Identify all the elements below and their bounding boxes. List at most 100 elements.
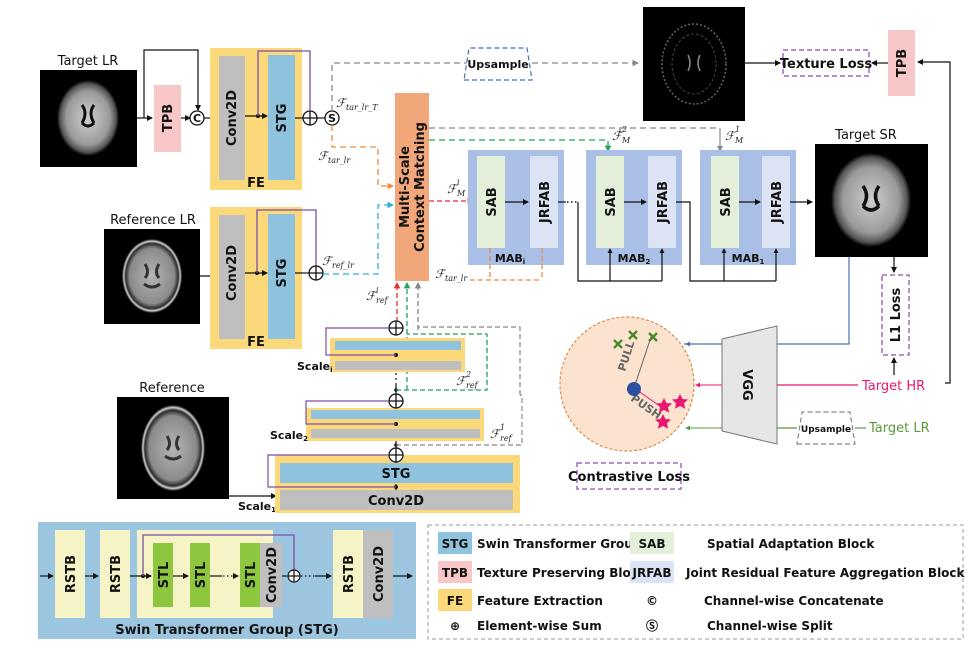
- svg-text:Ⓢ: Ⓢ: [646, 618, 658, 633]
- svg-text:Scale1: Scale1: [238, 500, 276, 514]
- svg-text:tar_lr: tar_lr: [328, 156, 351, 165]
- f-ref-1-label: ℱ 1 ref: [490, 423, 514, 443]
- svg-text:Swin Transformer Group: Swin Transformer Group: [477, 537, 642, 551]
- svg-text:ref: ref: [500, 434, 514, 443]
- svg-text:L1 Loss: L1 Loss: [889, 287, 904, 342]
- fe-block-target: Conv2D STG FE: [210, 48, 302, 191]
- svg-text:2: 2: [465, 370, 471, 379]
- svg-text:SAB: SAB: [485, 187, 500, 216]
- fe-block-reference: Conv2D STG FE: [210, 207, 302, 350]
- svg-text:i: i: [457, 178, 460, 187]
- svg-text:Texture Loss: Texture Loss: [780, 57, 873, 72]
- svg-text:1: 1: [735, 125, 740, 134]
- legend-item-tpb: TPB Texture Preserving Block: [438, 561, 647, 583]
- contrastive-space: PULL PUSH: [559, 316, 695, 452]
- svg-text:ℱ: ℱ: [322, 254, 334, 268]
- svg-text:Scalei: Scalei: [297, 360, 333, 374]
- target-lr-label: Target LR: [57, 54, 119, 69]
- svg-text:JRFAB: JRFAB: [770, 181, 785, 224]
- split-node: S: [324, 110, 340, 126]
- rstb-block: [55, 530, 85, 618]
- svg-text:TPB: TPB: [895, 49, 910, 77]
- reference-image: Reference: [117, 381, 229, 499]
- svg-text:ref: ref: [376, 296, 390, 305]
- svg-text:Channel-wise Concatenate: Channel-wise Concatenate: [704, 594, 884, 608]
- svg-text:Channel-wise Split: Channel-wise Split: [707, 619, 833, 633]
- stg-detail-panel: RSTB RSTB STL STL STL Conv2D RSTB Conv2D…: [38, 522, 416, 639]
- f-ref-2-label: ℱ 2 ref: [456, 370, 480, 390]
- svg-text:Reference LR: Reference LR: [110, 213, 196, 228]
- scale-1-block: STG Conv2D: [275, 455, 520, 513]
- svg-text:JRFAB: JRFAB: [656, 181, 671, 224]
- svg-text:FE: FE: [247, 335, 265, 350]
- svg-text:Swin Transformer Group (STG): Swin Transformer Group (STG): [115, 623, 338, 638]
- svg-text:MAB2: MAB2: [618, 252, 651, 266]
- positive-samples: [613, 330, 658, 349]
- svg-text:ℱ: ℱ: [490, 427, 502, 441]
- legend: STG Swin Transformer Group SAB Spatial A…: [427, 524, 966, 640]
- svg-text:Conv2D: Conv2D: [225, 245, 240, 301]
- tpb-block-input: TPB: [154, 85, 181, 152]
- svg-text:STL: STL: [157, 562, 172, 589]
- svg-text:2: 2: [621, 125, 627, 134]
- svg-text:M: M: [734, 136, 744, 145]
- svg-text:STG: STG: [442, 537, 469, 551]
- svg-text:JRFAB: JRFAB: [632, 566, 672, 580]
- target-sr-image: Target SR: [815, 128, 928, 257]
- svg-text:VGG: VGG: [739, 369, 754, 400]
- legend-item-sum: ⊕ Element-wise Sum: [450, 619, 602, 633]
- f-tar-lr-T-label: ℱ tar_lr_T: [336, 96, 378, 112]
- svg-text:Element-wise Sum: Element-wise Sum: [477, 619, 602, 633]
- target-lr-image: Target LR: [40, 54, 137, 167]
- svg-text:1: 1: [500, 423, 505, 432]
- svg-text:tar_lr: tar_lr: [445, 274, 468, 283]
- svg-text:C: C: [193, 112, 201, 125]
- svg-text:FE: FE: [247, 176, 265, 191]
- svg-text:Target SR: Target SR: [834, 128, 897, 143]
- legend-item-jrfab: JRFAB Joint Residual Feature Aggregation…: [630, 561, 966, 583]
- svg-text:Multi-Scale: Multi-Scale: [398, 146, 413, 228]
- f-tar-lr-label-mab: ℱ tar_lr: [435, 267, 468, 283]
- svg-text:SAB: SAB: [638, 537, 665, 551]
- svg-text:M: M: [456, 189, 466, 198]
- svg-text:STL: STL: [194, 562, 209, 589]
- svg-text:RSTB: RSTB: [64, 555, 79, 593]
- vgg-network: VGG: [721, 325, 778, 445]
- f-M-2-label: ℱ 2 M: [612, 125, 631, 145]
- svg-text:ℱ: ℱ: [612, 129, 624, 143]
- svg-text:STL: STL: [244, 562, 259, 589]
- svg-text:ℱ: ℱ: [456, 374, 468, 388]
- svg-text:ℱ: ℱ: [366, 289, 378, 303]
- legend-item-concat: © Channel-wise Concatenate: [646, 594, 884, 608]
- svg-text:MABi: MABi: [495, 252, 525, 266]
- texture-map-image: [643, 7, 745, 121]
- legend-item-fe: FE Feature Extraction: [438, 589, 603, 611]
- svg-text:ℱ: ℱ: [725, 129, 737, 143]
- svg-text:Conv2D: Conv2D: [372, 546, 387, 602]
- legend-item-stg: STG Swin Transformer Group: [438, 532, 642, 554]
- svg-text:ref: ref: [466, 381, 480, 390]
- stl-block: [153, 543, 173, 607]
- svg-text:STG: STG: [275, 259, 290, 288]
- tpb-block-output: TPB: [888, 30, 915, 96]
- svg-text:Context Matching: Context Matching: [413, 122, 428, 252]
- negative-samples: [655, 394, 688, 429]
- svg-text:ref_lr: ref_lr: [332, 261, 355, 270]
- svg-text:ℱ: ℱ: [318, 149, 330, 163]
- svg-text:STG: STG: [382, 467, 411, 482]
- svg-text:TPB: TPB: [442, 566, 468, 580]
- target-hr-label: Target HR: [861, 379, 925, 394]
- sum-node-target: [302, 110, 318, 126]
- svg-text:SAB: SAB: [719, 187, 734, 216]
- f-ref-i-label: ℱ i ref: [366, 286, 390, 305]
- mab-2-block: SAB JRFAB MAB2: [586, 150, 682, 266]
- svg-text:©: ©: [646, 594, 658, 608]
- texture-loss-box: Texture Loss: [780, 49, 873, 77]
- sum-node-scale-i: [388, 320, 404, 336]
- svg-text:Conv2D: Conv2D: [368, 494, 424, 509]
- svg-text:ℱ: ℱ: [447, 182, 459, 196]
- l1-loss-box: L1 Loss: [881, 274, 910, 356]
- f-tar-lr-label: ℱ tar_lr: [318, 149, 351, 165]
- tpb-label: TPB: [161, 104, 176, 132]
- sum-node-scale2: [388, 393, 404, 409]
